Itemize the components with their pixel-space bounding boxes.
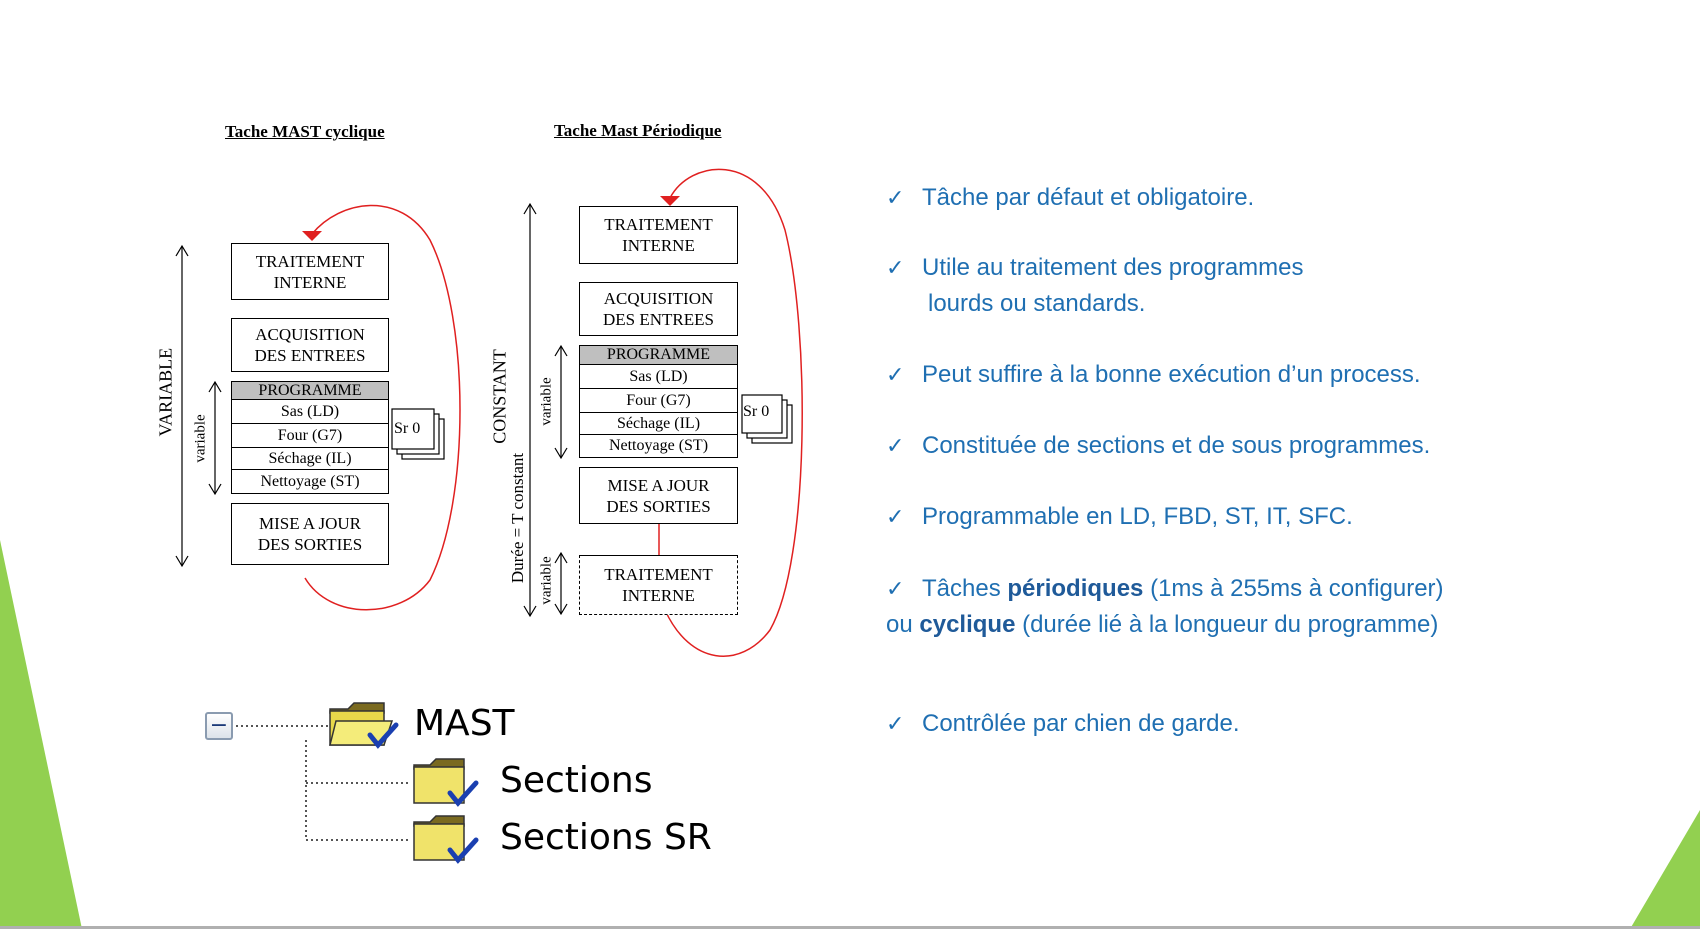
check-icon: ✓	[886, 504, 905, 529]
left-programme-header: PROGRAMME	[231, 381, 389, 400]
right-box-mise-a-jour: MISE A JOUR DES SORTIES	[579, 467, 738, 524]
left-sr-label: Sr 0	[394, 420, 421, 437]
right-sr-label: Sr 0	[743, 403, 770, 420]
bullet-5: ✓ Programmable en LD, FBD, ST, IT, SFC.	[886, 503, 1353, 531]
check-icon: ✓	[886, 255, 905, 280]
bullet-6-line2-post: (durée lié à la longueur du programme)	[1015, 611, 1439, 638]
check-icon: ✓	[886, 576, 905, 601]
bullet-2-line2: lourds ou standards.	[928, 290, 1145, 318]
bullet-6-pre: Tâches	[922, 575, 1008, 602]
right-row-sechage: Séchage (IL)	[579, 413, 738, 435]
tree-item-mast[interactable]: MAST	[414, 703, 515, 744]
left-box-traitement-interne: TRAITEMENT INTERNE	[231, 243, 389, 300]
left-row-four: Four (G7)	[231, 424, 389, 448]
right-box-acquisition: ACQUISITION DES ENTREES	[579, 282, 738, 336]
bullet-4: ✓ Constituée de sections et de sous progr…	[886, 432, 1430, 460]
bullet-7: ✓ Contrôlée par chien de garde.	[886, 710, 1240, 738]
bullet-6-line2-bold: cyclique	[919, 611, 1016, 638]
left-box-mise-a-jour: MISE A JOUR DES SORTIES	[231, 503, 389, 565]
green-triangle-right	[1630, 810, 1700, 929]
bullet-6: ✓ Tâches périodiques (1ms à 255ms à confi…	[886, 575, 1444, 603]
bullet-7-text: Contrôlée par chien de garde.	[922, 710, 1240, 737]
bullet-6-line2: ou cyclique (durée lié à la longueur du …	[886, 611, 1438, 639]
folder-icon	[413, 758, 479, 807]
check-icon: ✓	[886, 433, 905, 458]
left-row-sas: Sas (LD)	[231, 400, 389, 424]
tree-item-sections[interactable]: Sections	[500, 760, 653, 801]
diagram-right-title: Tache Mast Périodique	[554, 121, 722, 140]
bullet-5-text: Programmable en LD, FBD, ST, IT, SFC.	[922, 503, 1353, 530]
tree-item-sections-sr[interactable]: Sections SR	[500, 817, 712, 858]
diagram-left-title: Tache MAST cyclique	[225, 122, 385, 141]
folder-open-icon	[329, 702, 399, 749]
bottom-border	[0, 926, 1700, 929]
bullet-6-bold: périodiques	[1007, 575, 1144, 602]
left-row-sechage: Séchage (IL)	[231, 448, 389, 470]
bullet-2-text-line1: Utile au traitement des programmes	[922, 254, 1304, 281]
right-box-traitement-interne-2: TRAITEMENT INTERNE	[579, 555, 738, 615]
green-triangle-left	[0, 540, 82, 929]
bullet-1: ✓ Tâche par défaut et obligatoire.	[886, 184, 1254, 212]
left-box-acquisition: ACQUISITION DES ENTREES	[231, 318, 389, 372]
right-row-four: Four (G7)	[579, 389, 738, 413]
bullet-2: ✓ Utile au traitement des programmes	[886, 254, 1304, 282]
bullet-3-text: Peut suffire à la bonne exécution d’un p…	[922, 361, 1421, 388]
bullet-4-text: Constituée de sections et de sous progra…	[922, 432, 1431, 459]
bullet-3: ✓ Peut suffire à la bonne exécution d’un …	[886, 361, 1421, 389]
check-icon: ✓	[886, 185, 905, 210]
folder-icon	[413, 815, 479, 864]
right-row-nettoyage: Nettoyage (ST)	[579, 435, 738, 458]
left-row-nettoyage: Nettoyage (ST)	[231, 470, 389, 494]
check-icon: ✓	[886, 362, 905, 387]
bullet-6-line2-pre: ou	[886, 611, 920, 638]
bullet-1-text: Tâche par défaut et obligatoire.	[922, 184, 1255, 211]
check-icon: ✓	[886, 711, 905, 736]
collapse-icon: −	[209, 713, 229, 738]
bullet-6-post: (1ms à 255ms à configurer)	[1143, 575, 1444, 602]
right-row-sas: Sas (LD)	[579, 365, 738, 389]
right-programme-header: PROGRAMME	[579, 345, 738, 365]
bullet-2-text-line2: lourds ou standards.	[928, 290, 1146, 317]
tree-expander[interactable]: −	[205, 712, 233, 740]
right-box-traitement-interne: TRAITEMENT INTERNE	[579, 206, 738, 264]
